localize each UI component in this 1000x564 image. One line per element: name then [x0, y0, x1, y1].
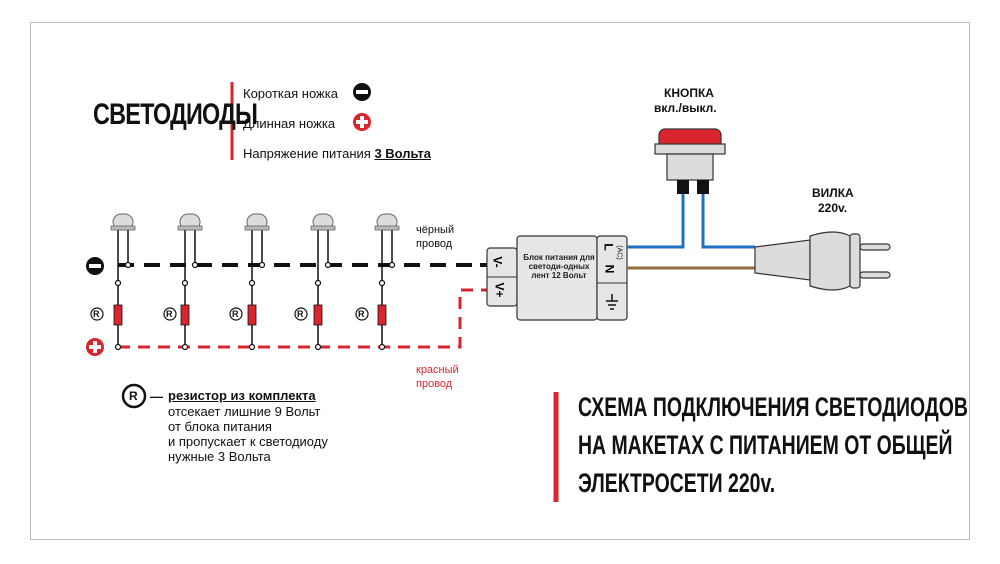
resistors — [113, 304, 387, 326]
resistor-note-icon — [121, 383, 147, 409]
resistor-marker-label: R — [358, 309, 365, 319]
blue-wire — [627, 193, 685, 249]
resistor-marker-label: R — [232, 309, 239, 319]
main-title-line2: НА МАКЕТАХ С ПИТАНИЕМ ОТ ОБЩЕЙ — [578, 430, 953, 460]
led-chain — [117, 230, 393, 347]
button-title: КНОПКА — [664, 86, 714, 100]
resistor-icon — [113, 304, 123, 326]
plug-subtitle: 220v. — [818, 201, 848, 215]
resistor-note-line1: отсекает лишние 9 Вольт — [168, 404, 321, 419]
led-bulbs — [110, 213, 400, 231]
resistor-icon — [180, 304, 190, 326]
main-title-line3: ЭЛЕКТРОСЕТИ 220v. — [578, 468, 776, 498]
resistor-note-line4: нужные 3 Вольта — [168, 449, 271, 464]
led-bulb-icon — [110, 213, 136, 231]
resistor-markers — [90, 307, 369, 321]
led-4 — [317, 230, 329, 347]
led-bulb-icon — [244, 213, 270, 231]
red-wire — [118, 288, 487, 349]
resistor-icon — [247, 304, 257, 326]
led-1 — [117, 230, 129, 347]
main-title: СХЕМА ПОДКЛЮЧЕНИЯ СВЕТОДИОДОВ НА МАКЕТАХ… — [578, 388, 968, 502]
legend-voltage-prefix: Напряжение питания — [243, 146, 371, 161]
led-3 — [251, 230, 263, 347]
legend-minus-icon — [353, 83, 371, 101]
switch-icon — [654, 128, 726, 194]
psu-in-n: N — [602, 264, 617, 274]
led-bulb-icon — [374, 213, 400, 231]
minus-icon — [86, 257, 104, 275]
resistor-note-symbol: R — [129, 389, 138, 403]
psu-out-neg: V- — [490, 256, 505, 268]
ground-icon — [606, 294, 618, 310]
blue-wire-2 — [701, 193, 755, 249]
plug-icon — [754, 231, 891, 291]
diagram-frame — [30, 22, 970, 540]
power-supply — [486, 235, 628, 321]
legend-title: СВЕТОДИОДЫ — [93, 98, 258, 131]
psu-label: Блок питания для светоди-одных лент 12 В… — [523, 253, 595, 280]
led-2 — [184, 230, 196, 347]
red-wire-label-2: провод — [416, 378, 453, 390]
red-wire-label-1: красный — [416, 364, 459, 376]
led-5 — [381, 230, 393, 347]
black-wire-label-2: провод — [416, 238, 453, 250]
button-subtitle: вкл./выкл. — [654, 101, 717, 115]
resistor-marker-label: R — [297, 309, 304, 319]
legend-long-leg: Длинная ножка — [243, 116, 336, 131]
plug-title: ВИЛКА — [812, 186, 854, 200]
resistor-note-line3: и пропускает к светодиоду — [168, 434, 328, 449]
resistor-note-line2: от блока питания — [168, 419, 272, 434]
junction-dots — [114, 261, 396, 351]
legend-voltage: Напряжение питания 3 Вольта — [243, 146, 431, 161]
black-wire-label-1: чёрный — [416, 224, 455, 236]
resistor-note-dash: — — [150, 389, 163, 404]
psu-in-l: L — [601, 243, 616, 251]
resistor-note-title: резистор из комплекта — [168, 388, 316, 403]
resistor-icon — [377, 304, 387, 326]
resistor-marker-label: R — [93, 309, 100, 319]
resistor-marker-label: R — [166, 309, 173, 319]
legend-voltage-value: 3 Вольта — [374, 146, 431, 161]
main-title-line1: СХЕМА ПОДКЛЮЧЕНИЯ СВЕТОДИОДОВ — [578, 392, 968, 422]
led-bulb-icon — [177, 213, 203, 231]
legend-plus-icon — [353, 113, 371, 131]
psu-out-pos: V+ — [492, 282, 507, 298]
plus-icon — [86, 338, 104, 356]
led-bulb-icon — [310, 213, 336, 231]
legend-short-leg: Короткая ножка — [243, 86, 338, 101]
resistor-icon — [313, 304, 323, 326]
psu-in-ac: (AC) — [615, 245, 623, 260]
